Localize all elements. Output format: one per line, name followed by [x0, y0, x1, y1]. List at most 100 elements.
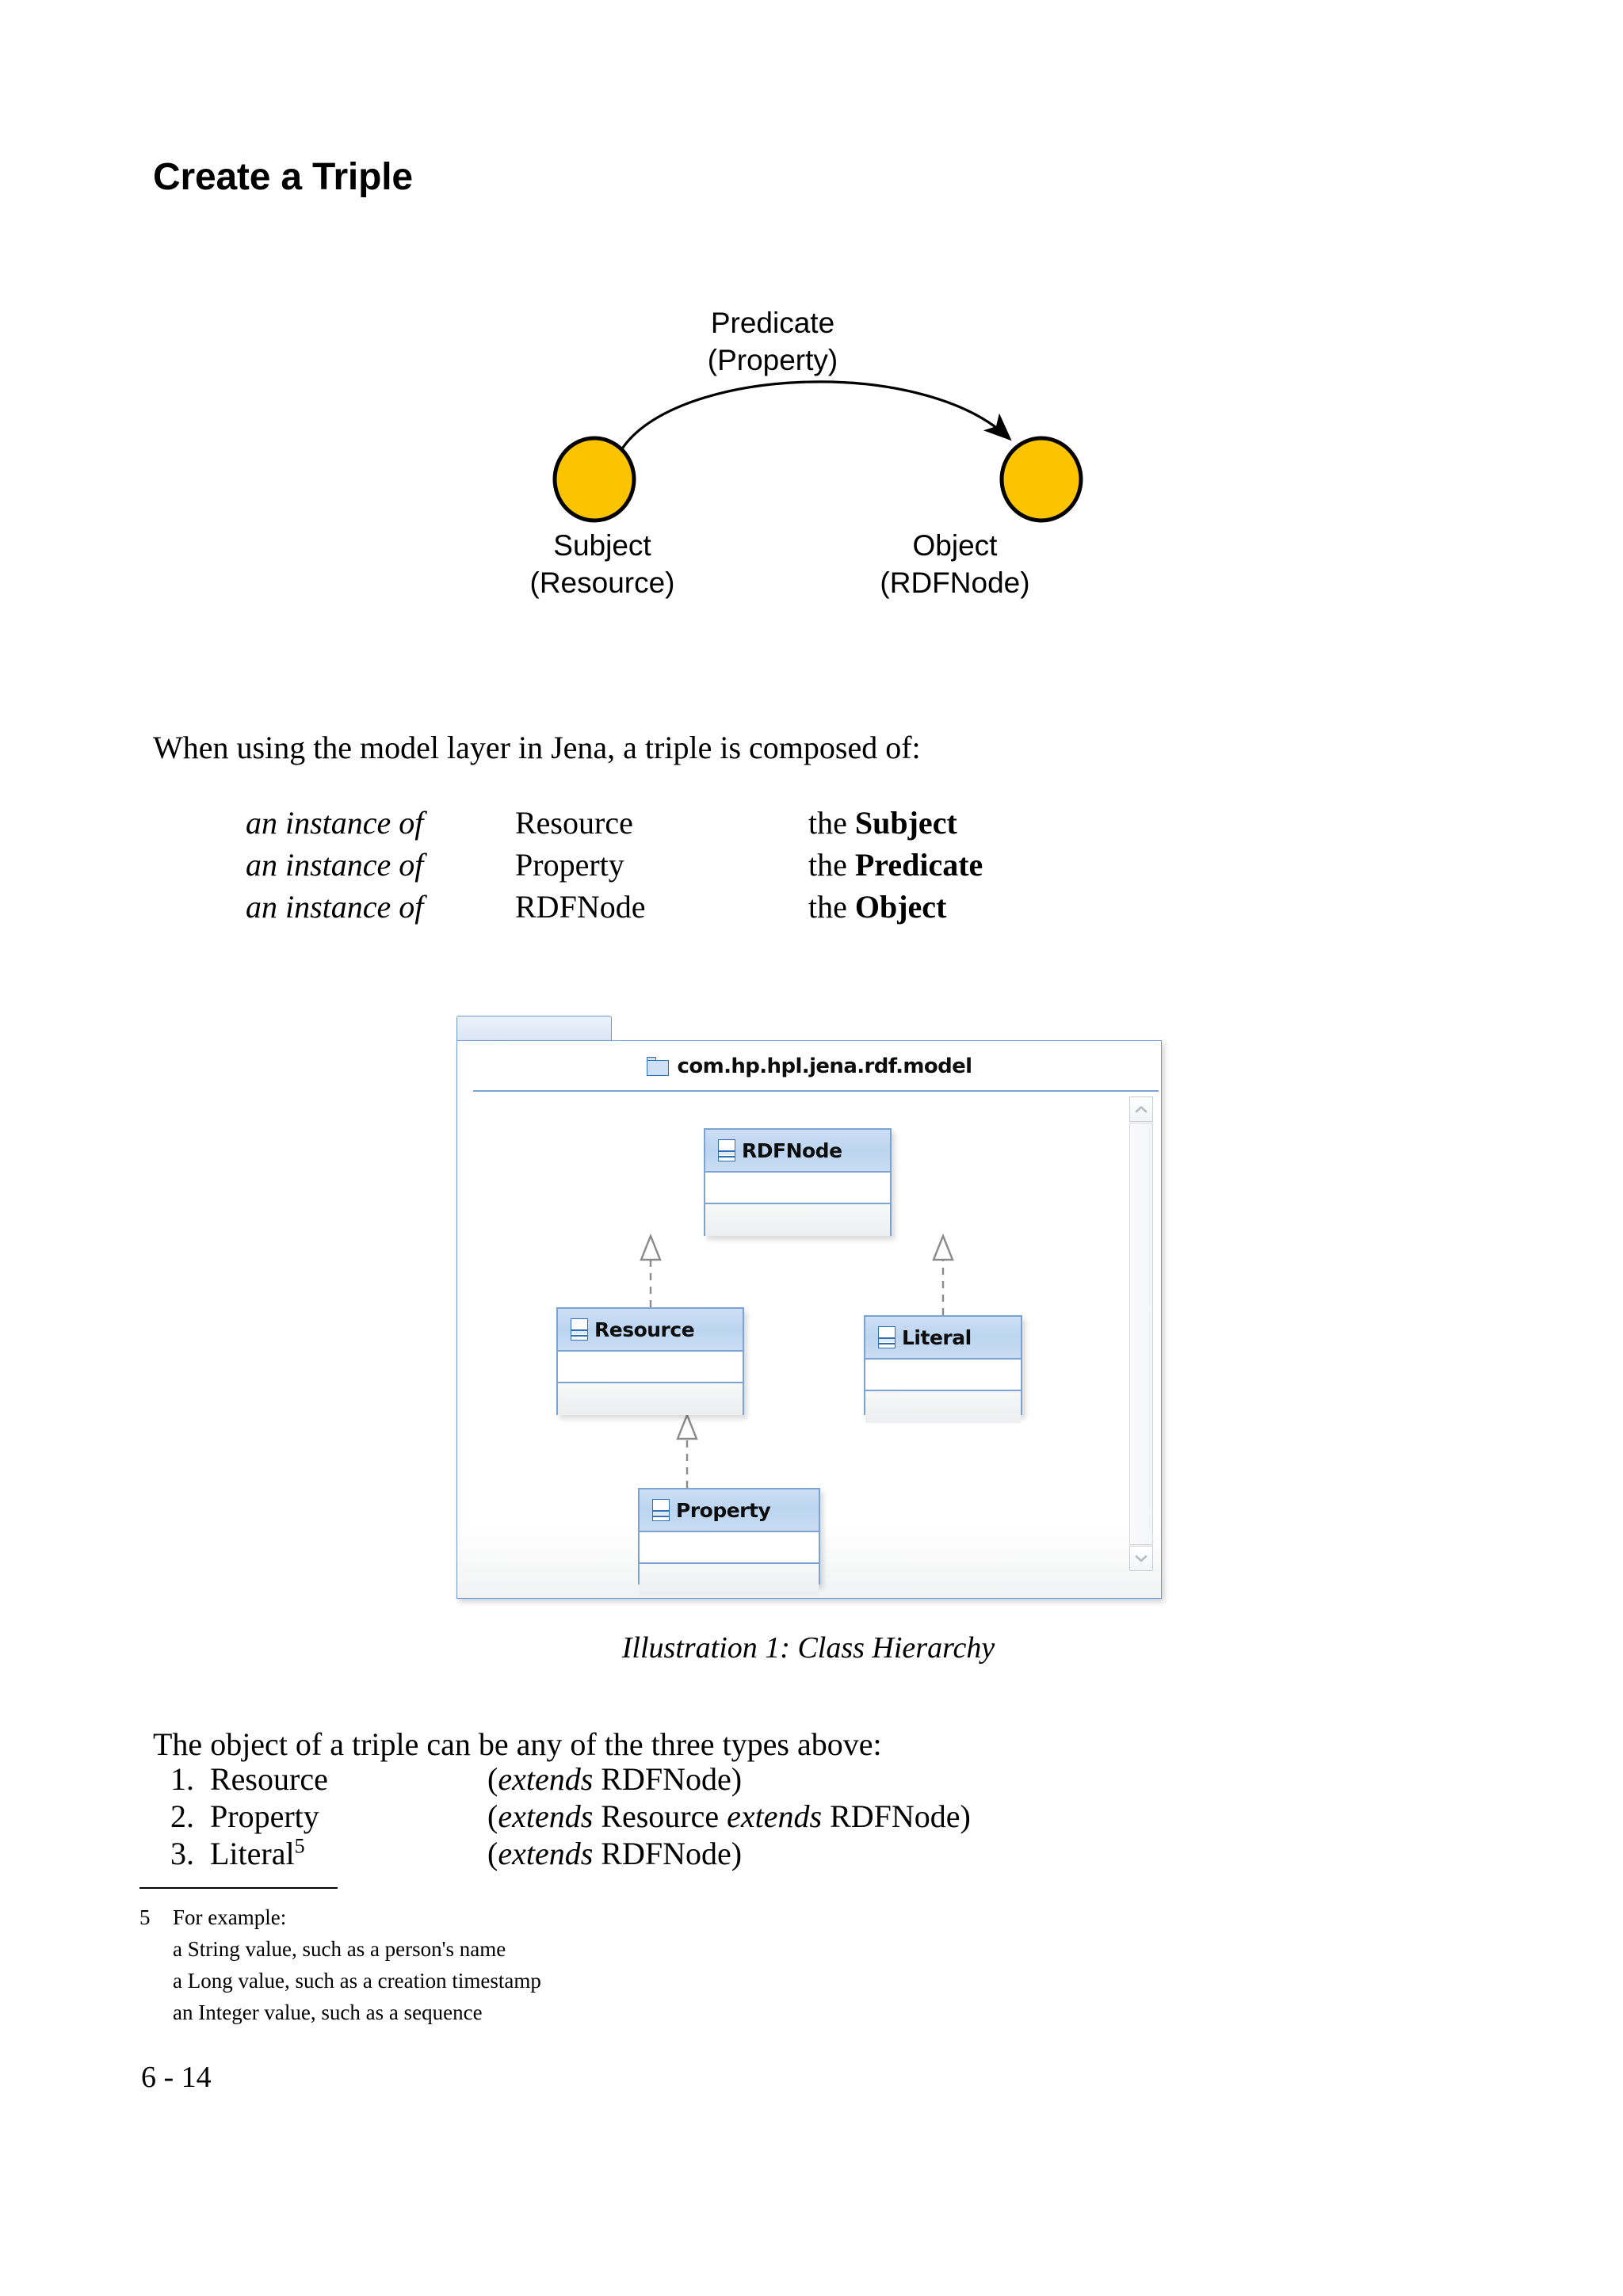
list-item-number: 2. [170, 1798, 194, 1834]
uml-class-operations [640, 1564, 819, 1596]
list-item-number: 1. [170, 1761, 194, 1797]
role-cell: the Object [808, 888, 983, 930]
uml-class-header: RDFNode [705, 1130, 890, 1173]
table-row: an instance of Property the Predicate [246, 846, 983, 888]
footnote-line: a Long value, such as a creation timesta… [173, 1969, 541, 1993]
role-cell: the Subject [808, 804, 983, 846]
class-icon [878, 1326, 896, 1348]
extends-keyword: extends [498, 1761, 594, 1797]
object-types-list: 1.Resource(extends RDFNode) 2.Property(e… [153, 1760, 971, 1872]
list-item-extends: (extends Resource extends RDFNode) [487, 1798, 971, 1835]
paren-open: ( [487, 1836, 498, 1871]
extends-target: RDFNode [593, 1761, 731, 1797]
role-prefix: the [808, 847, 855, 883]
subject-label: Subject (Resource) [483, 527, 721, 601]
list-item-name-text: Literal [210, 1836, 295, 1871]
extends-tail: ) [731, 1761, 743, 1797]
uml-canvas[interactable]: RDFNode Resource Literal [457, 1092, 1161, 1598]
extends-tail: RDFNode) [822, 1798, 971, 1834]
extends-target: Resource [593, 1798, 727, 1834]
scroll-track[interactable] [1129, 1123, 1153, 1545]
class-cell: Resource [515, 805, 633, 841]
footnote-separator [139, 1887, 338, 1889]
footnote: 5 For example: a String value, such as a… [139, 1901, 541, 2028]
footnote-line: For example: [173, 1905, 287, 1929]
uml-package-name: com.hp.hpl.jena.rdf.model [677, 1055, 973, 1078]
list-item: 1. Resource (extends RDFNode) [153, 1760, 971, 1798]
object-label-line1: Object [912, 529, 998, 562]
paren-open: ( [487, 1761, 498, 1797]
object-label: Object (RDFNode) [836, 527, 1074, 601]
chevron-down-icon [1135, 1555, 1148, 1562]
uml-class-operations [705, 1204, 890, 1236]
uml-class-property[interactable]: Property [638, 1488, 820, 1596]
footnote-reference[interactable]: 5 [294, 1834, 305, 1858]
uml-class-operations [865, 1391, 1021, 1423]
footnote-line: a String value, such as a person's name [173, 1937, 506, 1961]
extends-keyword: extends [498, 1836, 594, 1871]
rdf-triple-diagram: Predicate (Property) Subject (Resource) … [475, 293, 1189, 626]
table-row: an instance of Resource the Subject [246, 804, 983, 846]
uml-class-name: Property [676, 1498, 771, 1522]
scroll-down-button[interactable] [1129, 1546, 1153, 1571]
subject-label-line2: (Resource) [529, 566, 675, 599]
paren-open: ( [487, 1798, 498, 1834]
list-item-extends: (extends RDFNode) [487, 1760, 742, 1798]
uml-class-attributes [558, 1352, 743, 1383]
list-item: 3.Literal5(extends RDFNode) [153, 1835, 971, 1872]
uml-class-name: Resource [594, 1318, 695, 1341]
list-item-name: Property [210, 1798, 319, 1834]
intro-sentence: When using the model layer in Jena, a tr… [153, 730, 921, 765]
uml-panel: com.hp.hpl.jena.rdf.model [456, 1040, 1162, 1599]
uml-class-name: Literal [902, 1325, 972, 1349]
uml-class-literal[interactable]: Literal [864, 1315, 1022, 1423]
class-cell: RDFNode [515, 889, 646, 925]
list-item-name: Literal5 [210, 1835, 487, 1872]
predicate-arrow [620, 380, 1012, 451]
uml-class-hierarchy-figure: com.hp.hpl.jena.rdf.model [445, 1016, 1171, 1608]
uml-panel-tab[interactable] [456, 1016, 612, 1041]
object-types-sentence: The object of a triple can be any of the… [153, 1726, 882, 1762]
uml-vertical-scrollbar[interactable] [1129, 1097, 1153, 1571]
list-item: 2.Property(extends Resource extends RDFN… [153, 1798, 971, 1835]
scroll-up-button[interactable] [1129, 1097, 1153, 1122]
footnote-marker: 5 [139, 1905, 151, 1929]
uml-class-header: Literal [865, 1317, 1021, 1360]
folder-icon [646, 1057, 669, 1076]
uml-class-rdfnode[interactable]: RDFNode [704, 1128, 892, 1236]
class-icon [652, 1499, 670, 1521]
uml-class-resource[interactable]: Resource [556, 1307, 744, 1415]
predicate-label-line2: (Property) [707, 344, 838, 376]
list-item-name: Resource [210, 1761, 328, 1797]
uml-class-attributes [705, 1173, 890, 1204]
predicate-label: Predicate (Property) [674, 304, 872, 379]
list-item-number: 3. [170, 1836, 194, 1871]
role-name: Subject [854, 805, 957, 841]
footnote-body: For example: a String value, such as a p… [173, 1901, 541, 2028]
uml-generalization-links [640, 1233, 954, 1488]
role-cell: the Predicate [808, 846, 983, 888]
list-item-extends: (extends RDFNode) [487, 1835, 742, 1872]
subject-node [552, 436, 636, 523]
object-label-line2: (RDFNode) [880, 566, 1030, 599]
uml-class-attributes [865, 1360, 1021, 1391]
class-icon [571, 1318, 588, 1341]
object-node [999, 436, 1083, 523]
footnote-line: an Integer value, such as a sequence [173, 2000, 483, 2024]
uml-class-operations [558, 1383, 743, 1415]
class-icon [718, 1139, 735, 1161]
extends-target: RDFNode [593, 1836, 731, 1871]
page-footer: 6 - 14 [141, 2061, 212, 2094]
extends-keyword-2: extends [727, 1798, 823, 1834]
role-name: Predicate [854, 847, 983, 883]
role-name: Object [854, 889, 947, 925]
uml-class-attributes [640, 1532, 819, 1564]
class-cell: Property [515, 847, 624, 883]
triple-composition-table: an instance of Resource the Subject an i… [246, 804, 983, 930]
triple-diagram-graphic [552, 380, 1083, 523]
instance-cell: an instance of [246, 847, 424, 883]
role-prefix: the [808, 889, 855, 925]
instance-cell: an instance of [246, 889, 424, 925]
table-row: an instance of RDFNode the Object [246, 888, 983, 930]
extends-tail: ) [731, 1836, 743, 1871]
